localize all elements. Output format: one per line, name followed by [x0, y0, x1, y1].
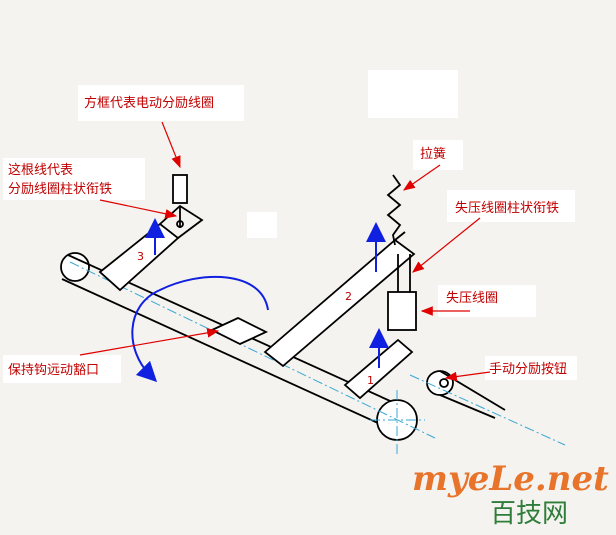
- label-uv-coil: 失压线圈: [446, 291, 498, 306]
- spring: [386, 174, 402, 246]
- lever-3: [98, 174, 204, 292]
- watermark-logo: myeLe.net: [412, 459, 609, 499]
- label-shunt-iron-line-1: 这根线代表: [8, 162, 73, 178]
- label-box-blank-top: [368, 70, 458, 118]
- hook-notch: [209, 317, 269, 345]
- leader-arrows: [79, 121, 491, 382]
- label-box-manual: [485, 356, 577, 380]
- label-manual-button: 手动分励按钮: [489, 362, 567, 377]
- lever-1: [343, 338, 414, 400]
- manual-button: [409, 370, 566, 446]
- label-box-uv-coil: [438, 285, 536, 317]
- label-box-uv-iron: [447, 190, 575, 222]
- label-uv-iron: 失压线圈柱状衔铁: [455, 201, 559, 216]
- lever-number-1: 1: [367, 374, 374, 387]
- label-box-shunt-iron: [3, 158, 145, 200]
- label-box-spring: [413, 140, 463, 170]
- lever-number-2: 2: [345, 290, 352, 303]
- label-shunt-iron-line-2: 分励线圈柱状衔铁: [8, 182, 112, 197]
- watermark-cn: 百技网: [490, 499, 568, 529]
- uv-coil-box: [387, 291, 417, 331]
- label-shunt-frame: 方框代表电动分励线圈: [84, 95, 214, 111]
- label-box-blank-mid: [247, 212, 277, 238]
- label-box-shunt-frame: [78, 85, 244, 121]
- shunt-coil-frame: [172, 174, 188, 204]
- label-hook-notch: 保持钩远动豁口: [8, 362, 99, 378]
- label-spring: 拉簧: [420, 146, 446, 162]
- uv-armature-and-coil: [387, 254, 417, 331]
- label-box-hook: [3, 355, 121, 383]
- lever-number-3: 3: [137, 250, 144, 263]
